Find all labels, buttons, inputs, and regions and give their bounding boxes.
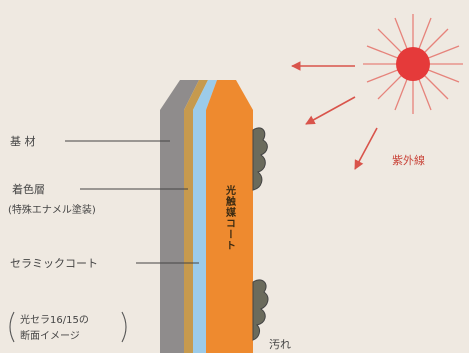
label-base: 基 材 xyxy=(10,134,36,148)
uv-arrow-3 xyxy=(354,127,378,170)
colored-layer xyxy=(184,80,208,353)
dirt-bottom xyxy=(252,279,269,341)
label-dirt: 汚れ xyxy=(269,338,291,351)
uv-arrow-2 xyxy=(305,96,356,125)
caption-line-2: 断面イメージ xyxy=(20,329,80,342)
ceramic-layer xyxy=(193,80,217,353)
base-layer xyxy=(160,80,199,353)
label-uv: 紫外線 xyxy=(392,153,425,167)
label-photocatalyst-coat: 光触媒コート xyxy=(224,184,237,251)
label-colored-layer: 着色層 xyxy=(12,182,45,196)
caption-bracket-right xyxy=(121,311,127,343)
label-ceramic-coat: セラミックコート xyxy=(10,257,98,270)
label-colored-layer-note: (特殊エナメル塗装) xyxy=(8,203,96,216)
dirt-top xyxy=(252,127,268,191)
photocatalyst-layer xyxy=(206,80,253,353)
caption-line-1: 光セラ16/15の xyxy=(20,313,89,326)
sun-icon xyxy=(363,14,463,114)
caption-bracket-left xyxy=(9,311,15,343)
